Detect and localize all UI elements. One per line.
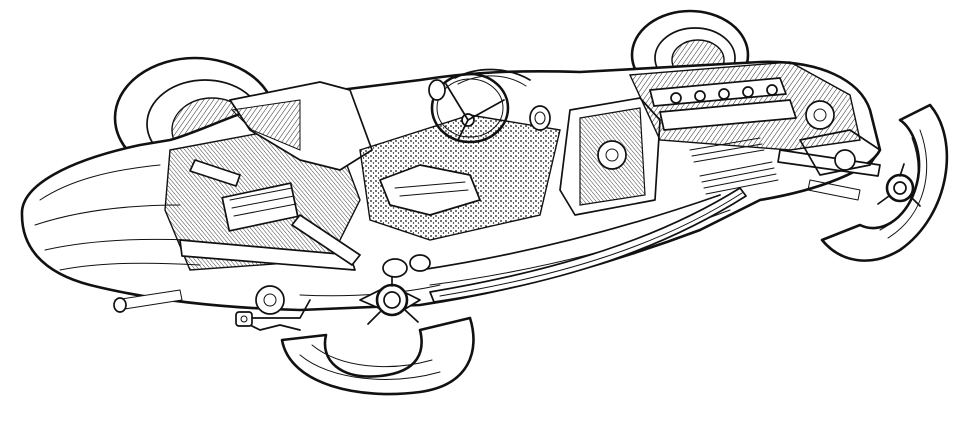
front-suspension — [113, 119, 361, 319]
rear-suspension — [777, 129, 881, 201]
rear-cutaway-bay — [559, 97, 661, 216]
front-right-wheel — [280, 316, 475, 396]
exhaust-pipe — [429, 187, 747, 303]
engine-block — [628, 61, 861, 151]
under-linkage — [235, 311, 301, 331]
bonnet-panel — [229, 81, 373, 171]
front-hub-spinner — [359, 254, 431, 325]
windscreen — [454, 68, 531, 87]
cockpit — [359, 114, 561, 241]
rear-right-wheel — [820, 103, 949, 262]
